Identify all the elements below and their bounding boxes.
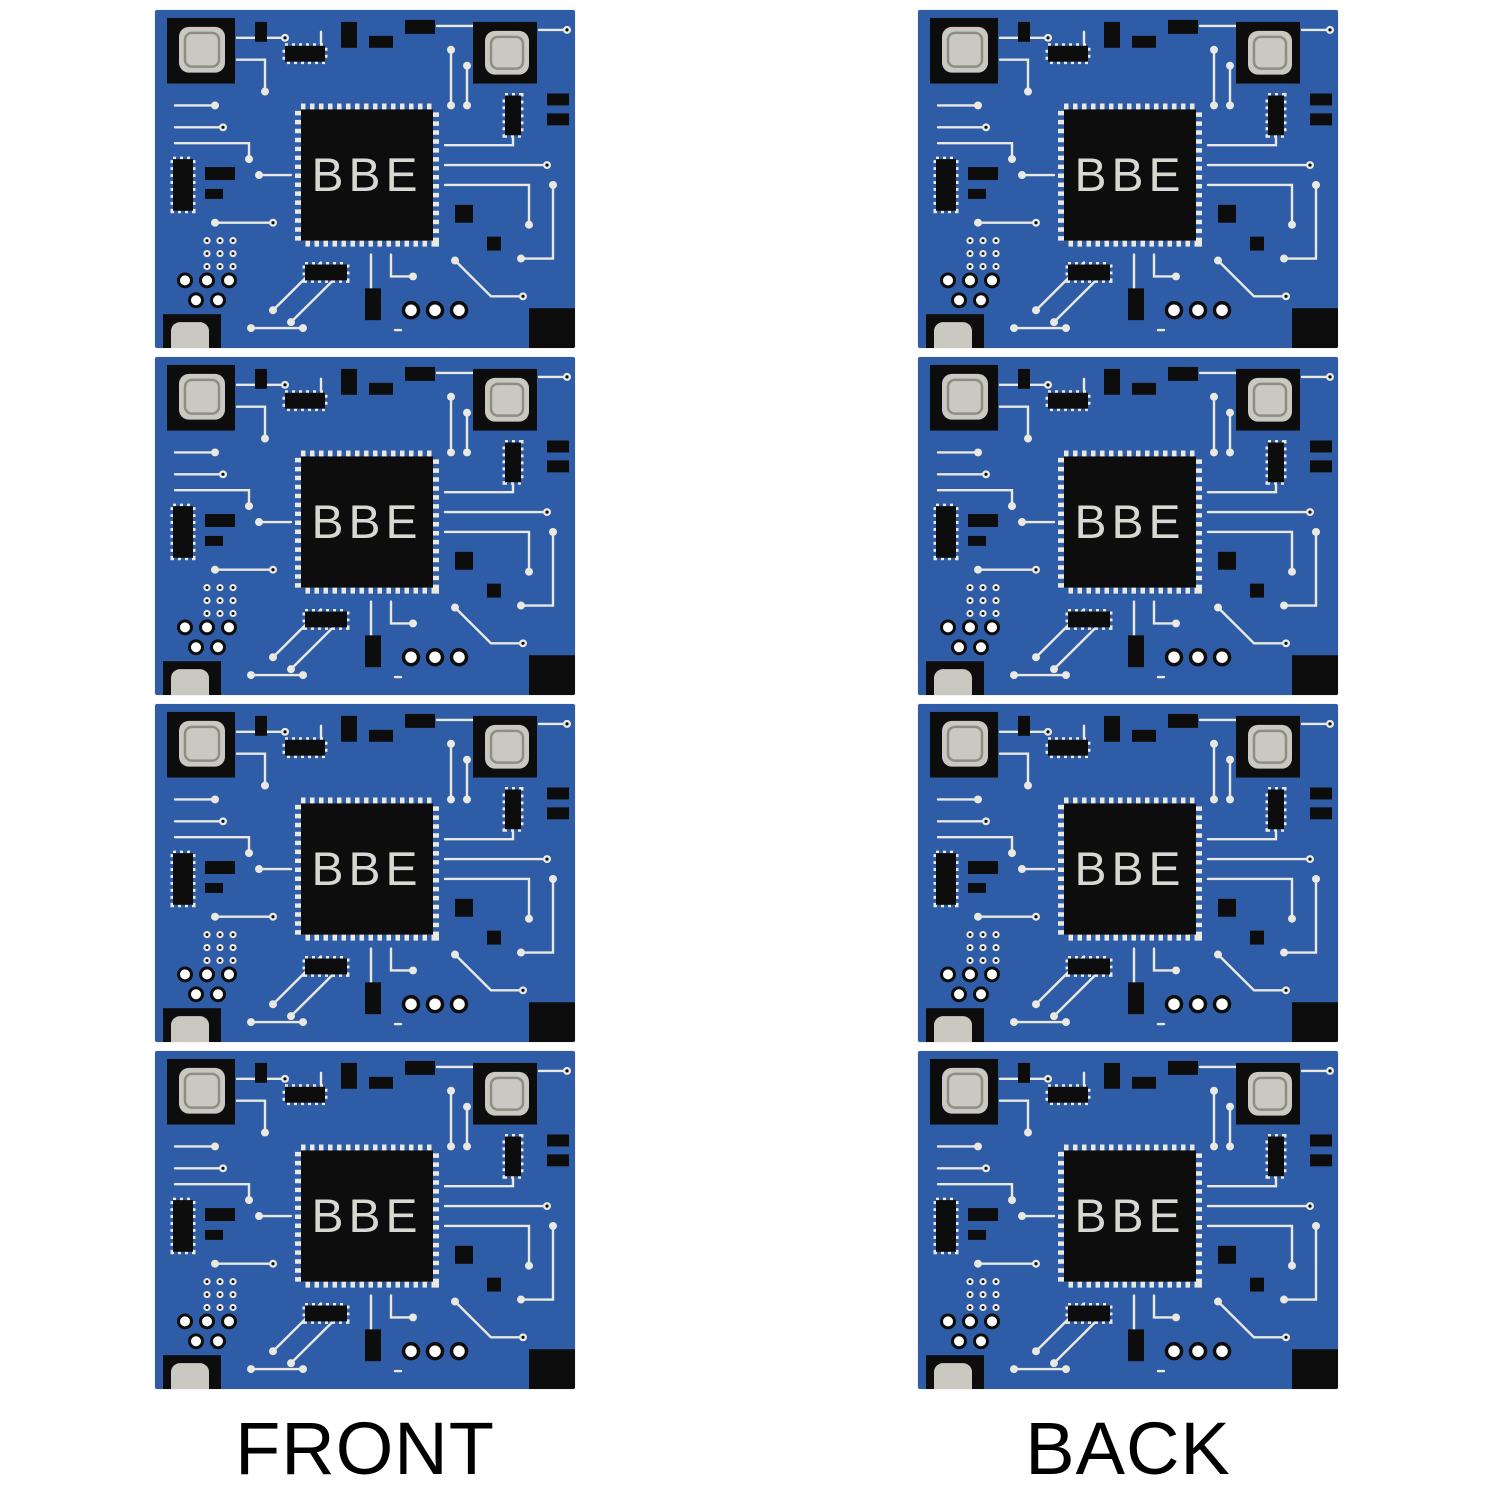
monogram-text: BBE	[1074, 149, 1185, 202]
circuit-board-pattern: BBE	[918, 1051, 1338, 1389]
circuit-board-pattern: BBE	[155, 704, 575, 1042]
front-label: FRONT	[235, 1407, 495, 1490]
placemat-back-1: BBE	[918, 10, 1338, 348]
placemat-back-2: BBE	[918, 357, 1338, 695]
monogram-text: BBE	[1074, 1190, 1185, 1243]
circuit-board-pattern: BBE	[155, 357, 575, 695]
front-column: BBE BBE BBE BBE	[155, 10, 575, 1398]
monogram-text: BBE	[311, 149, 422, 202]
circuit-board-pattern: BBE	[918, 357, 1338, 695]
circuit-board-pattern: BBE	[155, 10, 575, 348]
back-label: BACK	[1025, 1407, 1231, 1490]
placemat-front-4: BBE	[155, 1051, 575, 1389]
monogram-text: BBE	[1074, 843, 1185, 896]
placemat-front-1: BBE	[155, 10, 575, 348]
monogram-text: BBE	[311, 1190, 422, 1243]
placemat-back-3: BBE	[918, 704, 1338, 1042]
placemat-back-4: BBE	[918, 1051, 1338, 1389]
circuit-board-pattern: BBE	[918, 10, 1338, 348]
back-column: BBE BBE BBE BBE	[918, 10, 1338, 1398]
monogram-text: BBE	[311, 843, 422, 896]
circuit-board-pattern: BBE	[918, 704, 1338, 1042]
placemat-front-3: BBE	[155, 704, 575, 1042]
monogram-text: BBE	[1074, 496, 1185, 549]
monogram-text: BBE	[311, 496, 422, 549]
placemat-front-2: BBE	[155, 357, 575, 695]
circuit-board-pattern: BBE	[155, 1051, 575, 1389]
